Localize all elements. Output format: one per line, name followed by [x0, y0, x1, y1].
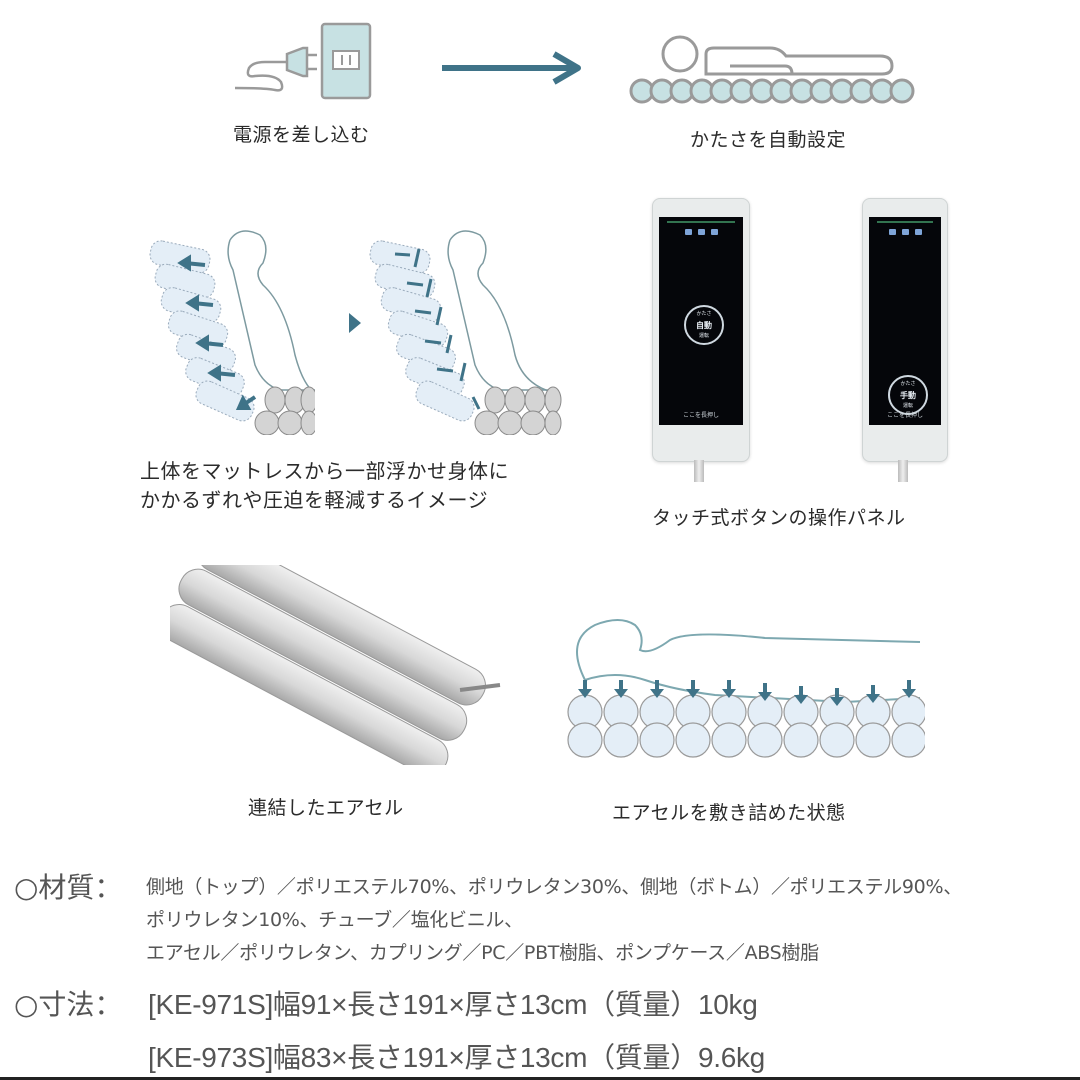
control-panel-manual: かたさ 手動 運転 ここを長押し: [862, 198, 948, 462]
panel-status-bar: [877, 221, 933, 223]
bottom-border: [0, 1077, 1080, 1080]
mode-icon: [684, 229, 692, 235]
power-plug-outlet-icon: [234, 22, 372, 100]
upper-body-before-illustration: [145, 225, 318, 436]
dimensions-line-2: [KE-973S]幅83×長さ191×厚さ13cm（質量）9.6kg: [148, 1042, 765, 1073]
panel-footer-text: ここを長押し: [886, 412, 923, 419]
panel-status-icons: [869, 229, 941, 235]
laid-cells-caption: エアセルを敷き詰めた状態: [612, 802, 846, 824]
manual-mode-button[interactable]: かたさ 手動 運転: [888, 375, 928, 415]
panel-screen: かたさ 手動 運転 ここを長押し: [869, 217, 941, 425]
dimensions-label: ○寸法：: [14, 988, 123, 1021]
person-lying-on-air-cells-icon: [629, 35, 915, 104]
panel-cable: [898, 460, 908, 482]
upper-body-caption-line2: かかるずれや圧迫を軽減するイメージ: [140, 488, 489, 512]
setting-icon: [697, 229, 705, 235]
auto-mode-button[interactable]: かたさ 自動 運転: [684, 305, 724, 345]
control-panel-caption: タッチ式ボタンの操作パネル: [652, 507, 906, 529]
indicator-icon: [710, 229, 718, 235]
dimensions-line-1: [KE-971S]幅91×長さ191×厚さ13cm（質量）10kg: [148, 989, 758, 1020]
triangle-right-icon: [349, 313, 361, 333]
step2-caption: かたさを自動設定: [690, 129, 847, 151]
materials-line-3: エアセル／ポリウレタン、カプリング／PC／PBT樹脂、ポンプケース／ABS樹脂: [146, 942, 819, 964]
auto-firmness-illustration: [620, 24, 920, 114]
control-panel-auto: かたさ 自動 運転 ここを長押し: [652, 198, 750, 462]
upper-body-after-illustration: [365, 225, 565, 436]
panel-screen: かたさ 自動 運転 ここを長押し: [659, 217, 743, 425]
plug-illustration: [225, 18, 375, 108]
panel-status-bar: [667, 221, 735, 223]
setting-icon: [901, 229, 909, 235]
panel-footer-text: ここを長押し: [682, 412, 719, 419]
indicator-icon: [914, 229, 922, 235]
upper-body-caption-line1: 上体をマットレスから一部浮かせ身体に: [140, 459, 509, 483]
materials-label: ○材質：: [14, 871, 123, 904]
arrow-right-icon: [440, 50, 585, 86]
mode-icon: [888, 229, 896, 235]
step1-caption: 電源を差し込む: [233, 124, 370, 146]
panel-cable: [694, 460, 704, 482]
laid-cells-illustration: [565, 600, 927, 770]
air-cell-photo: [159, 533, 510, 777]
materials-line-2: ポリウレタン10%、チューブ／塩化ビニル、: [146, 909, 523, 931]
panel-status-icons: [659, 229, 743, 235]
materials-line-1: 側地（トップ）／ポリエステル70%、ポリウレタン30%、側地（ボトム）／ポリエス…: [146, 876, 962, 898]
air-cell-caption: 連結したエアセル: [248, 797, 404, 819]
